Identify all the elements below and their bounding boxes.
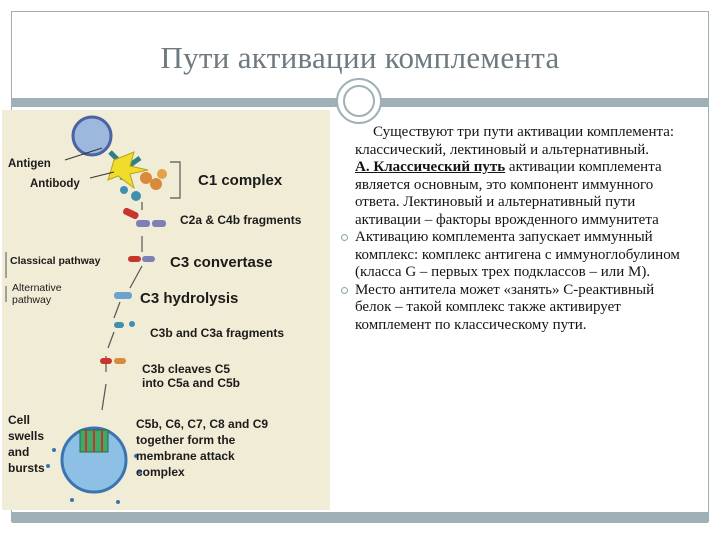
label-c3-convertase: C3 convertase [170,254,273,271]
divider-ornament [336,78,382,124]
label-antibody: Antibody [30,178,80,190]
complement-diagram: Antigen Antibody C1 complex C2a & C4b fr… [2,110,330,510]
bullet-item: Место антитела может «занять» С-реактивн… [340,282,692,335]
label-c3b-cleaves: C3b cleaves C5 into C5a and C5b [142,362,241,390]
intro-paragraph: Существуют три пути активации комплемент… [340,124,692,229]
classical-heading: А. Классический путь [355,159,506,175]
bullet-item: Активацию комплемента запускает иммунный… [340,229,692,282]
footer-bar [12,512,708,523]
slide-title: Пути активации комплемента [160,40,560,75]
label-mac: C5b, C6, C7, C8 and C9 together form the… [136,417,269,479]
target-cell [60,426,128,494]
label-antigen: Antigen [8,158,51,170]
c1-star-shape [107,151,149,190]
intro-text: Существуют три пути активации комплемент… [355,124,675,158]
slide-body: Существуют три пути активации комплемент… [340,124,692,334]
label-alternative-pathway: Alternative pathway [12,282,62,306]
label-c1-complex: C1 complex [198,172,283,189]
antigen-cell [71,115,113,157]
label-c3b-c3a: C3b and C3a fragments [150,326,285,340]
label-c2a-c4b: C2a & C4b fragments [180,213,302,227]
diagram-graphics [5,115,181,504]
classical-text: активации комплемента является основным,… [355,159,662,228]
label-classical-pathway: Classical pathway [10,255,101,267]
label-c3-hydrolysis: C3 hydrolysis [140,290,239,307]
label-cell-swells: Cell swells and bursts [8,413,45,475]
